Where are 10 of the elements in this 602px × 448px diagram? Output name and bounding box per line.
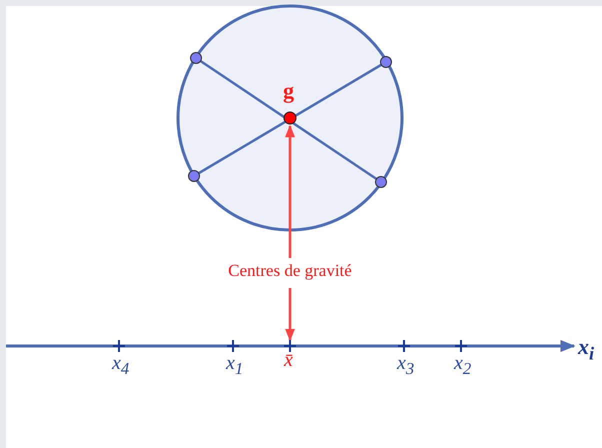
- axis-title: x$_{i}$: [578, 334, 594, 364]
- point-label: g: [283, 78, 294, 104]
- arrow: [285, 124, 295, 258]
- axis-label: x$_{3}$: [397, 352, 414, 379]
- axis-label: x$_{2}$: [454, 352, 472, 379]
- axis-label: x̄: [284, 349, 293, 372]
- axis-label: x$_{4}$: [112, 352, 130, 379]
- annotation-text: Centres de gravité: [227, 261, 353, 281]
- axis-label: x$_{1}$: [226, 352, 244, 379]
- arrow: [285, 288, 295, 342]
